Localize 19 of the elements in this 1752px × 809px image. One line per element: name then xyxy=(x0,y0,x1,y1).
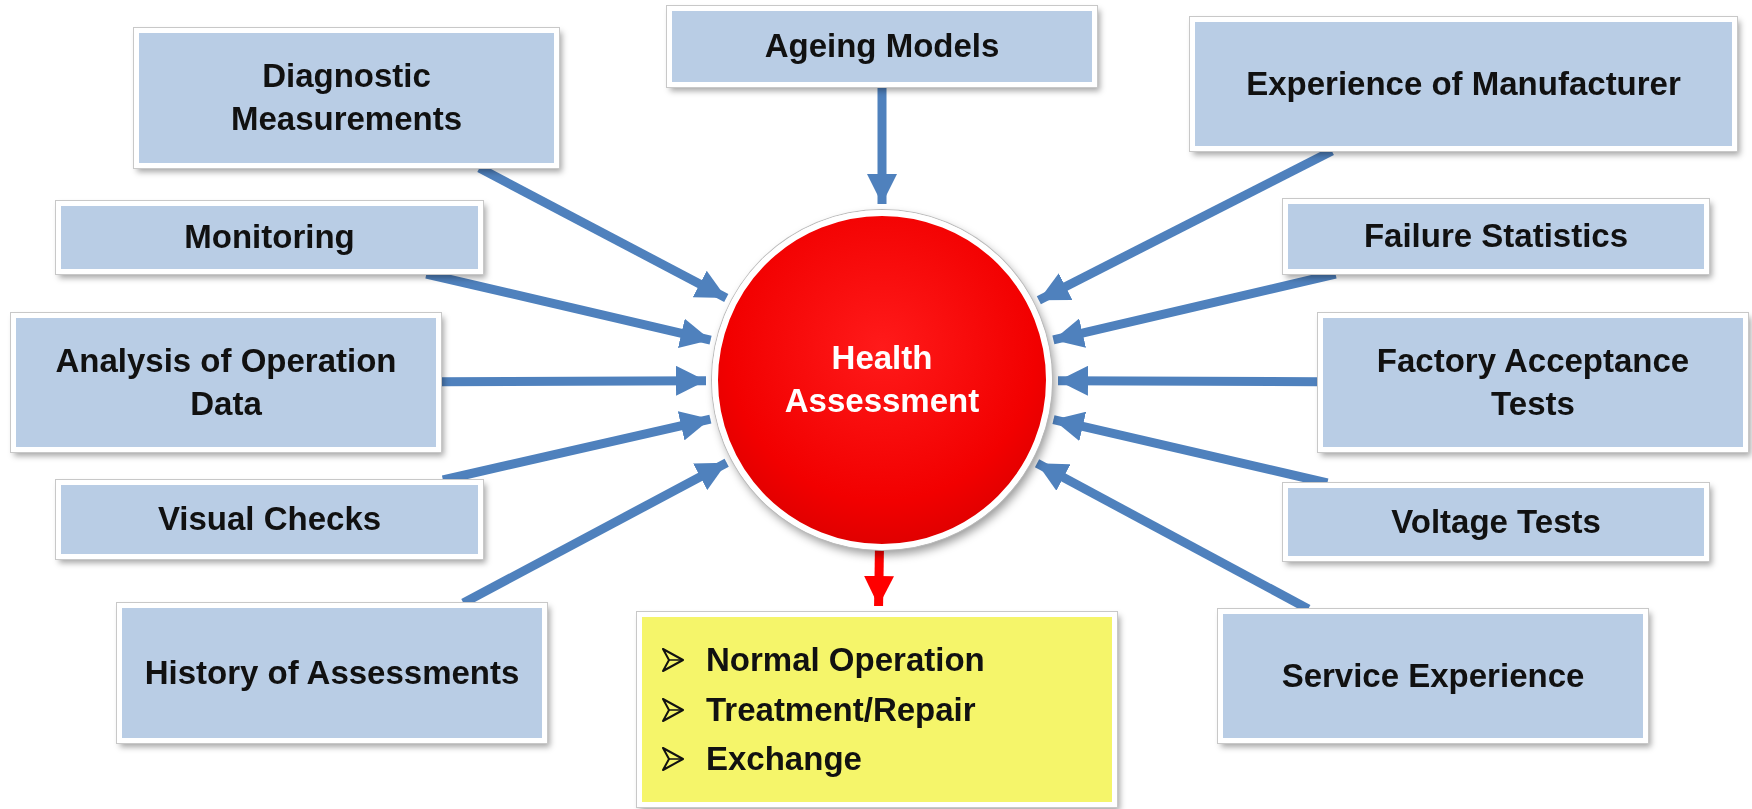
arrow xyxy=(867,87,897,204)
box-label: Visual Checks xyxy=(157,499,382,540)
list-item: Exchange xyxy=(706,739,862,780)
box-label: Monitoring xyxy=(184,217,355,258)
box-label: Voltage Tests xyxy=(1391,501,1601,542)
arrow xyxy=(864,549,894,607)
arrow xyxy=(441,365,706,396)
box-label: Service Experience xyxy=(1281,655,1585,696)
box-label: Factory Acceptance Tests xyxy=(1375,340,1691,424)
circle-label: Health Assessment xyxy=(783,338,981,421)
list-item: Treatment/Repair xyxy=(706,689,976,730)
box-label: Diagnostic Measurements xyxy=(229,56,464,139)
box-label: Analysis of Operation Data xyxy=(54,340,398,424)
list-item: Normal Operation xyxy=(706,640,985,681)
box-label: History of Assessments xyxy=(144,652,520,693)
box-label: Failure Statistics xyxy=(1363,216,1629,257)
arrow xyxy=(1058,365,1318,396)
box-label: Experience of Manufacturer xyxy=(1246,63,1681,104)
box-label: Ageing Models xyxy=(764,26,1000,67)
